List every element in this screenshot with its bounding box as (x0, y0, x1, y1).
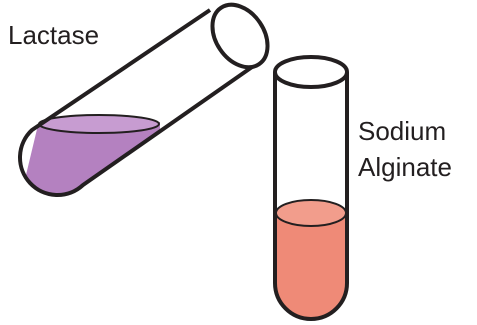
alginate-tube-mouth (273, 55, 349, 89)
sodium-alginate-test-tube (273, 55, 349, 321)
lactase-tube-outline (18, 8, 267, 197)
alginate-tube-outline (273, 72, 349, 321)
sodium-label: Sodium (358, 116, 446, 146)
alginate-label: Alginate (358, 152, 452, 182)
lactase-tube-mouth (210, 2, 270, 70)
lactase-liquid-surface (38, 114, 160, 134)
lactase-label: Lactase (8, 20, 99, 50)
lactase-test-tube (18, 2, 270, 197)
alginate-liquid-surface (275, 199, 347, 227)
alginate-liquid (275, 213, 347, 319)
